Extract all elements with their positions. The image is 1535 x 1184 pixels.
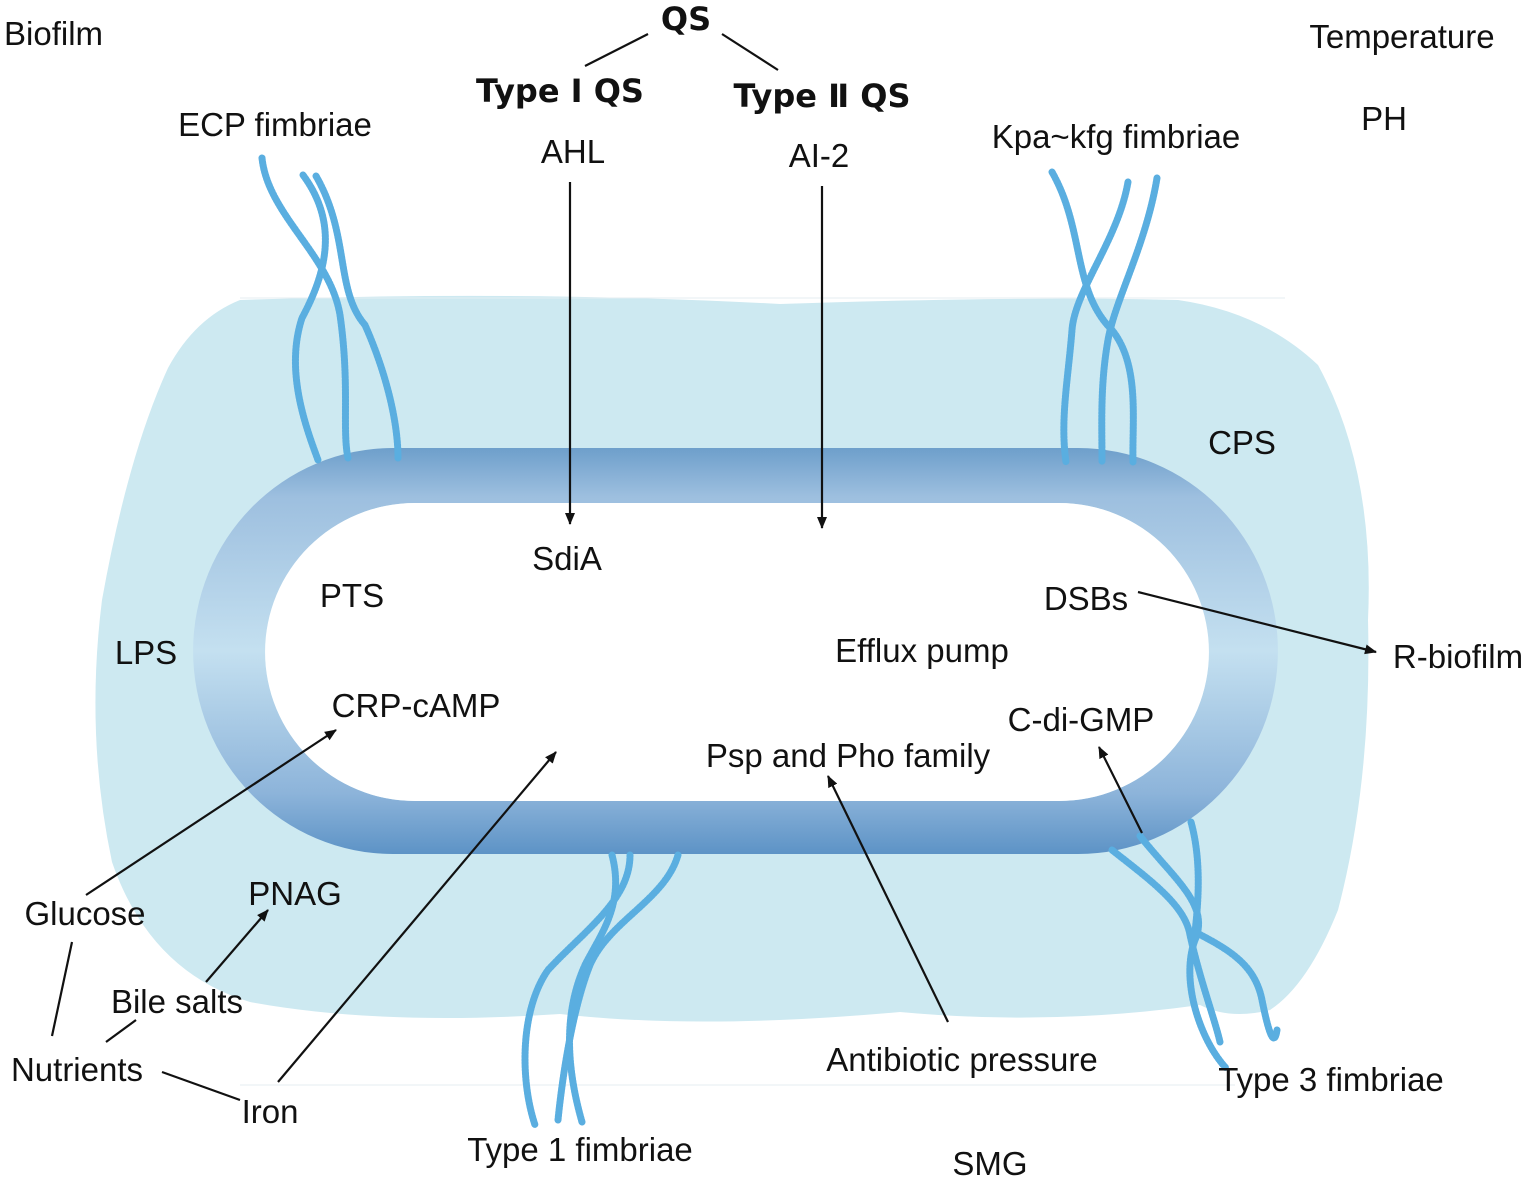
nutrients-to-iron-line — [161, 1070, 241, 1102]
qs-to-type1-line — [584, 33, 649, 67]
label-antibiotic-pressure: Antibiotic pressure — [826, 1041, 1097, 1078]
arrow-type3-to-c-di-gmp — [1098, 746, 1143, 834]
label-sdia: SdiA — [532, 540, 602, 577]
cell-interior — [265, 503, 1209, 801]
label-pts: PTS — [320, 577, 384, 614]
label-dsbs: DSBs — [1044, 580, 1128, 617]
type1-fimbriae — [521, 851, 682, 1129]
arrow-glucose-to-crp-camp — [85, 729, 337, 896]
label-ai2: AI-2 — [789, 137, 850, 174]
label-psp-pho-family: Psp and Pho family — [706, 737, 991, 774]
label-iron: Iron — [242, 1093, 299, 1130]
label-kpa-kfg-fimbriae: Kpa~kfg fimbriae — [992, 118, 1241, 155]
label-type3-fimbriae: Type 3 fimbriae — [1218, 1061, 1444, 1098]
ecp-fimbriae — [258, 154, 402, 464]
label-pnag: PNAG — [248, 875, 342, 912]
arrow-dsbs-to-r-biofilm — [1137, 590, 1377, 655]
label-glucose: Glucose — [24, 895, 145, 932]
label-ecp-fimbriae: ECP fimbriae — [178, 106, 372, 143]
arrow-antibiotic-to-psp-pho — [827, 775, 949, 1023]
nutrients-to-bile-salts-line — [105, 1019, 137, 1043]
label-temperature: Temperature — [1309, 18, 1494, 55]
arrow-bile-salts-to-pnag — [205, 909, 269, 983]
label-qs: QS — [661, 0, 711, 38]
label-lps: LPS — [115, 634, 177, 671]
label-type1-qs: Type Ⅰ QS — [476, 72, 644, 110]
cell-membrane — [193, 448, 1278, 854]
nutrients-to-glucose-line — [50, 941, 74, 1037]
label-nutrients: Nutrients — [11, 1051, 143, 1088]
label-bile-salts: Bile salts — [111, 983, 243, 1020]
label-ph: PH — [1361, 100, 1407, 137]
arrow-iron-to-cell — [277, 751, 557, 1083]
label-ahl: AHL — [541, 133, 605, 170]
label-type1-fimbriae: Type 1 fimbriae — [467, 1131, 693, 1168]
qs-to-type2-line — [721, 33, 779, 71]
type3-fimbriae — [1108, 818, 1281, 1072]
label-r-biofilm: R-biofilm — [1393, 638, 1523, 675]
label-smg: SMG — [952, 1145, 1027, 1182]
label-efflux-pump: Efflux pump — [835, 632, 1009, 669]
label-type2-qs: Type Ⅱ QS — [733, 77, 910, 115]
kpa-kfg-fimbriae — [1048, 168, 1161, 466]
label-crp-camp: CRP-cAMP — [332, 687, 501, 724]
label-c-di-gmp: C-di-GMP — [1008, 701, 1155, 738]
label-cps: CPS — [1208, 424, 1276, 461]
label-biofilm: Biofilm — [4, 15, 103, 52]
